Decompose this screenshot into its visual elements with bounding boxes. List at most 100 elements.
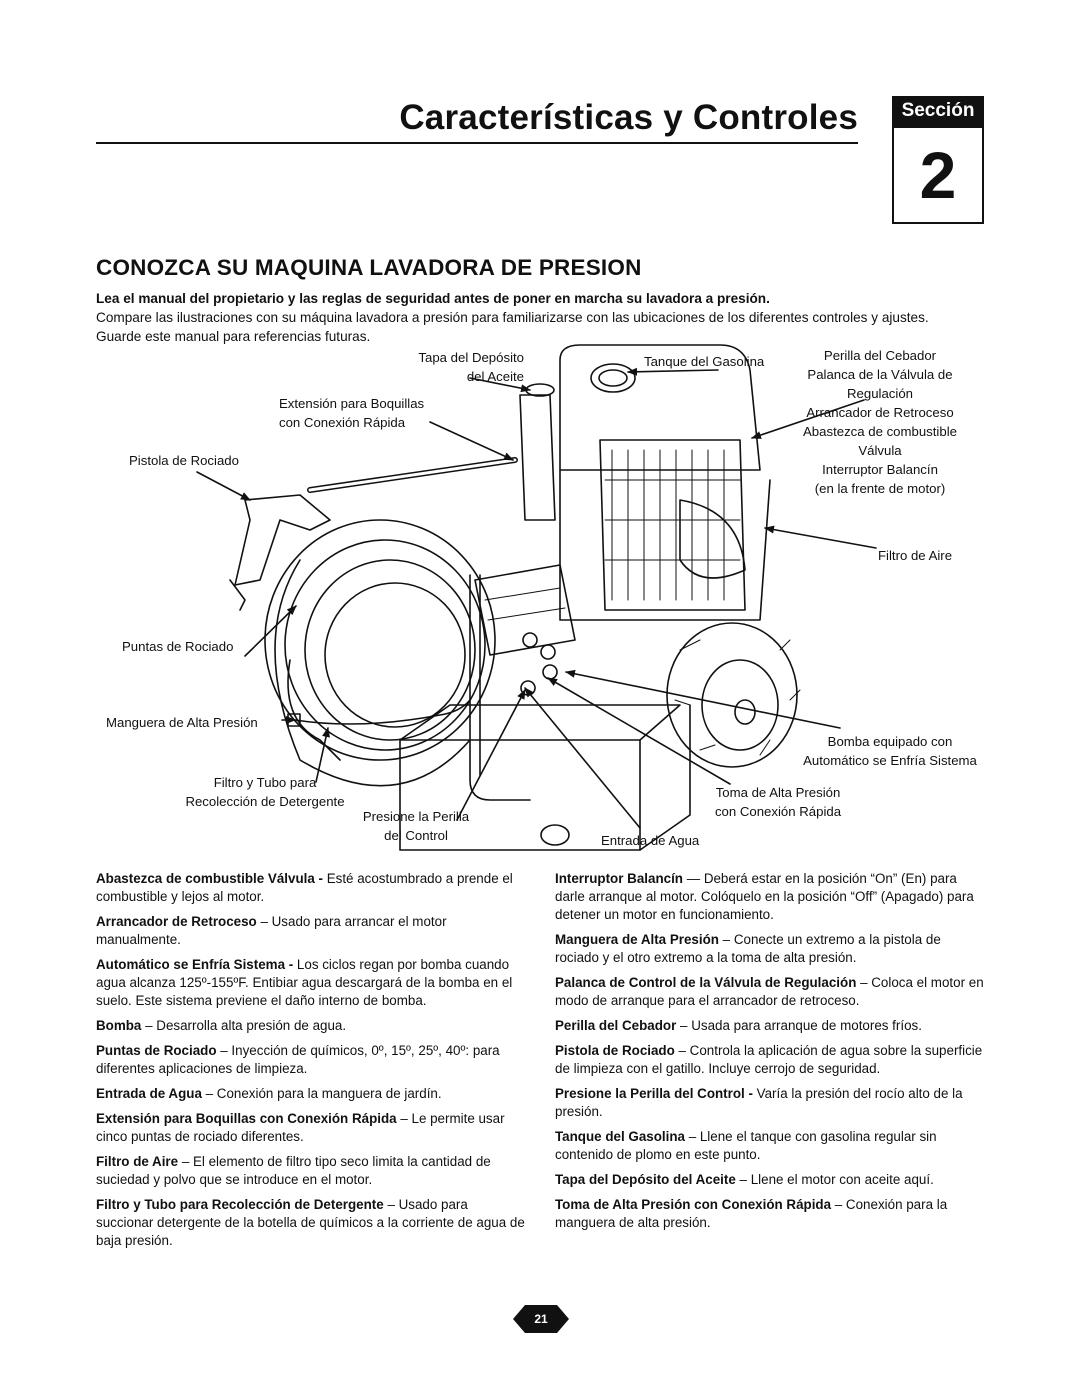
desc-text: – Usado para arrancar el motor manualmen… (96, 914, 447, 947)
page-number-shape (513, 1305, 569, 1333)
desc-term: Arrancador de Retroceso (96, 914, 257, 929)
frame-foot (540, 824, 570, 846)
desc-text: Esté acostumbrado a prende el combustibl… (96, 871, 513, 904)
callout-nozzle-extension-line2: con Conexión Rápida (279, 415, 406, 430)
callout-oil-cap: Tapa del Depósito del Aceite (360, 348, 524, 386)
desc-throttle: Palanca de Control de la Válvula de Regu… (555, 974, 985, 1010)
descriptions-left-column: Abastezca de combustible Válvula - Esté … (96, 870, 526, 1257)
callout-high-pressure-outlet-line1: Toma de Alta Presión (715, 785, 841, 800)
engine-guard (599, 439, 746, 611)
desc-term: Manguera de Alta Presión (555, 932, 719, 947)
desc-text: – Llene el motor con aceite aquí. (735, 1172, 934, 1187)
callout-throttle-line2: Regulación (847, 386, 913, 401)
callout-throttle-line1: Palanca de la Válvula de (807, 367, 953, 382)
intro-line-2: Compare las ilustraciones con su máquina… (96, 310, 929, 325)
desc-term: Entrada de Agua (96, 1086, 202, 1101)
callout-pressure-knob-line2: del Control (384, 828, 448, 843)
fuel-tank (559, 344, 761, 471)
desc-term: Extensión para Boquillas con Conexión Rá… (96, 1111, 397, 1126)
desc-term: Abastezca de combustible Válvula - (96, 871, 323, 886)
desc-detergent-filter: Filtro y Tubo para Recolección de Deterg… (96, 1196, 526, 1250)
desc-nozzle-extension: Extensión para Boquillas con Conexión Rá… (96, 1110, 526, 1146)
callout-high-pressure-outlet-line2: con Conexión Rápida (714, 804, 842, 819)
pressure-washer-illustration (196, 344, 877, 851)
desc-term: Tapa del Depósito del Aceite (555, 1172, 736, 1187)
hose-reel (264, 519, 496, 761)
desc-rocker-switch: Interruptor Balancín — Deberá estar en l… (555, 870, 985, 924)
callout-pump-line2: Automático se Enfría Sistema (803, 753, 977, 768)
wheel (666, 622, 798, 768)
callout-pressure-knob: Presione la Perilla del Control (360, 807, 472, 845)
callout-right-group: Perilla del Cebador Palanca de la Válvul… (790, 346, 970, 498)
detergent-tube (294, 699, 471, 725)
desc-text: Varía la presión del rocío alto de la pr… (555, 1086, 963, 1119)
callout-recoil-starter: Arrancador de Retroceso (806, 405, 954, 420)
desc-text: – Conecte un extremo a la pistola de roc… (555, 932, 941, 965)
page-number-badge: 21 (513, 1305, 569, 1333)
pump (474, 564, 576, 656)
callout-fuel-valve-line2: Válvula (858, 443, 902, 458)
intro-bold-line: Lea el manual del propietario y las regl… (96, 291, 770, 306)
title-bar: Características y Controles (96, 96, 858, 144)
desc-term: Palanca de Control de la Válvula de Regu… (555, 975, 857, 990)
desc-term: Filtro y Tubo para Recolección de Deterg… (96, 1197, 384, 1212)
desc-term: Toma de Alta Presión con Conexión Rápida (555, 1197, 832, 1212)
oil-fill-tube (519, 394, 556, 521)
desc-pump: Bomba – Desarrolla alta presión de agua. (96, 1017, 526, 1035)
callout-high-pressure-outlet: Toma de Alta Presión con Conexión Rápida (698, 783, 858, 821)
air-filter-cover (679, 499, 746, 579)
desc-term: Presione la Perilla del Control - (555, 1086, 753, 1101)
desc-text: Los ciclos regan por bomba cuando agua a… (96, 957, 513, 1008)
section-label: Sección (892, 96, 984, 126)
callout-oil-cap-line2: del Aceite (466, 369, 524, 384)
desc-air-filter: Filtro de Aire – El elemento de filtro t… (96, 1153, 526, 1189)
desc-text: – Usada para arranque de motores fríos. (676, 1018, 922, 1033)
desc-recoil-starter: Arrancador de Retroceso – Usado para arr… (96, 913, 526, 949)
desc-text: – Controla la aplicación de agua sobre l… (555, 1043, 983, 1076)
callout-choke: Perilla del Cebador (823, 348, 937, 363)
section-number: 2 (892, 126, 984, 224)
desc-text: — Deberá estar en la posición “On” (En) … (555, 871, 974, 922)
callout-pump: Bomba equipado con Automático se Enfría … (790, 732, 990, 770)
desc-term: Puntas de Rociado (96, 1043, 217, 1058)
engine-body (559, 469, 771, 621)
desc-pressure-knob: Presione la Perilla del Control - Varía … (555, 1085, 985, 1121)
desc-term: Automático se Enfría Sistema - (96, 957, 294, 972)
spray-gun (234, 494, 331, 586)
callout-detergent-filter-line2: Recolección de Detergente (185, 794, 345, 809)
callout-rocker-switch-line2: (en la frente de motor) (814, 481, 946, 496)
desc-text: – Conexión para la manguera de jardín. (201, 1086, 442, 1101)
desc-fuel-tank: Tanque del Gasolina – Llene el tanque co… (555, 1128, 985, 1164)
page-title: Características y Controles (399, 98, 858, 137)
callout-nozzle-extension: Extensión para Boquillas con Conexión Rá… (279, 394, 424, 432)
desc-oil-cap: Tapa del Depósito del Aceite – Llene el … (555, 1171, 985, 1189)
callout-spray-gun: Pistola de Rociado (129, 453, 239, 468)
desc-text: – Le permite usar cinco puntas de rociad… (96, 1111, 505, 1144)
callout-air-filter: Filtro de Aire (878, 548, 953, 563)
callout-water-inlet: Entrada de Agua (601, 833, 700, 848)
desc-term: Pistola de Rociado (555, 1043, 675, 1058)
desc-text: – Llene el tanque con gasolina regular s… (555, 1129, 937, 1162)
desc-choke: Perilla del Cebador – Usada para arranqu… (555, 1017, 985, 1035)
callout-detergent-filter: Filtro y Tubo para Recolección de Deterg… (172, 773, 358, 811)
desc-spray-tips: Puntas de Rociado – Inyección de químico… (96, 1042, 526, 1078)
intro-paragraph: Lea el manual del propietario y las regl… (96, 289, 986, 346)
desc-term: Tanque del Gasolina (555, 1129, 685, 1144)
callout-pump-line1: Bomba equipado con (827, 734, 953, 749)
desc-cooling-system: Automático se Enfría Sistema - Los ciclo… (96, 956, 526, 1010)
callout-nozzle-extension-line1: Extensión para Boquillas (279, 396, 425, 411)
descriptions-right-column: Interruptor Balancín — Deberá estar en l… (555, 870, 985, 1239)
fuel-cap (590, 363, 636, 393)
section-heading: CONOZCA SU MAQUINA LAVADORA DE PRESION (96, 255, 642, 280)
callout-fuel-tank: Tanque del Gasolina (644, 354, 765, 369)
callout-detergent-filter-line1: Filtro y Tubo para (213, 775, 317, 790)
callout-oil-cap-line1: Tapa del Depósito (418, 350, 524, 365)
desc-water-inlet: Entrada de Agua – Conexión para la mangu… (96, 1085, 526, 1103)
desc-term: Interruptor Balancín (555, 871, 683, 886)
callout-hose: Manguera de Alta Presión (106, 715, 258, 730)
desc-text: – Conexión para la manguera de alta pres… (555, 1197, 948, 1230)
callout-rocker-switch-line1: Interruptor Balancín (822, 462, 938, 477)
desc-term: Filtro de Aire (96, 1154, 179, 1169)
page-number: 21 (534, 1312, 548, 1326)
desc-hose: Manguera de Alta Presión – Conecte un ex… (555, 931, 985, 967)
